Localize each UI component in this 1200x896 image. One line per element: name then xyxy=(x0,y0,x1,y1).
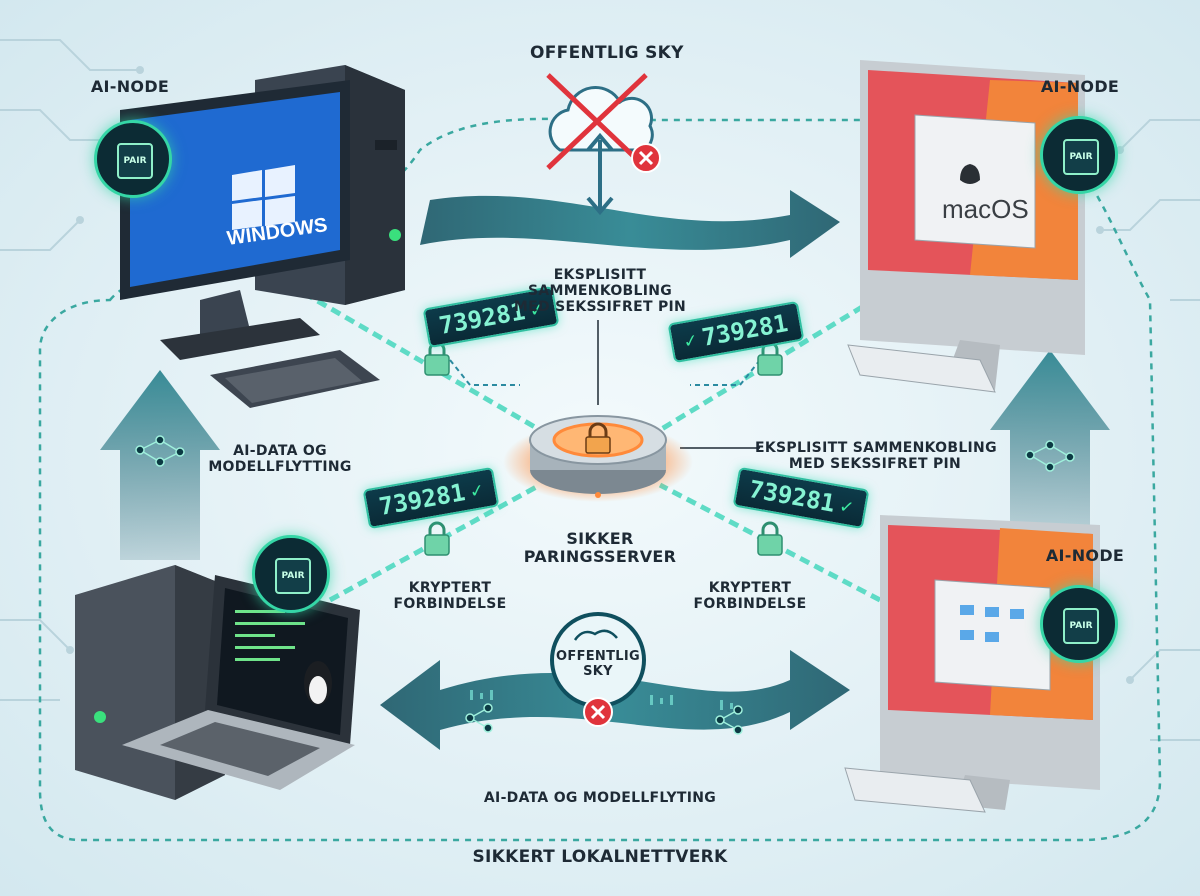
macos-label: macOS xyxy=(942,194,1029,224)
chip-label: PAIR xyxy=(275,558,311,594)
public-cloud-bottom-label: OFFENTLIG SKY xyxy=(556,649,640,679)
check-icon: ✓ xyxy=(838,493,855,519)
pairing-server xyxy=(503,415,693,502)
windows-pc xyxy=(120,65,405,408)
mac-bottom-right xyxy=(844,515,1100,813)
check-icon: ✓ xyxy=(468,477,485,503)
network-label: SIKKERT LOKALNETTVERK xyxy=(472,847,728,867)
ai-chip-icon: PAIR xyxy=(94,120,172,198)
pairing-label-right: EKSPLISITT SAMMENKOBLING MED SEKSSIFRET … xyxy=(755,440,997,473)
public-cloud-badge xyxy=(550,612,646,727)
pairing-label-center: EKSPLISITT SAMMENKOBLING MED SEKSSIFRET … xyxy=(513,267,687,316)
ai-node-label: AI-NODE xyxy=(1045,546,1125,565)
ai-chip-icon: PAIR xyxy=(1040,116,1118,194)
encrypted-label-left: KRYPTERT FORBINDELSE xyxy=(393,580,507,613)
ai-node-label: AI-NODE xyxy=(90,77,170,96)
public-cloud-crossed-icon xyxy=(546,73,661,216)
top-data-arrow xyxy=(420,190,840,258)
server-label: SIKKER PARINGSSERVER xyxy=(523,529,677,567)
neural-net-icon xyxy=(135,435,1075,735)
chip-label: PAIR xyxy=(117,143,153,179)
encrypted-label-right: KRYPTERT FORBINDELSE xyxy=(693,580,807,613)
chip-label: PAIR xyxy=(1063,608,1099,644)
pin-code: 739281 xyxy=(746,475,838,518)
ai-data-label-bottom: AI-DATA OG MODELLFLYTING xyxy=(483,790,717,806)
lock-icons xyxy=(424,341,783,556)
check-icon: ✓ xyxy=(682,327,699,353)
linux-workstation xyxy=(75,565,360,800)
public-cloud-top-label: OFFENTLIG SKY xyxy=(530,43,684,63)
circuit-traces xyxy=(0,39,1200,741)
ai-chip-icon: PAIR xyxy=(1040,585,1118,663)
ai-node-label: AI-NODE xyxy=(1040,77,1120,96)
ai-chip-icon: PAIR xyxy=(252,535,330,613)
mac-top-right xyxy=(847,60,1085,393)
ai-data-label-left: AI-DATA OG MODELLFLYTTING xyxy=(208,443,352,476)
chip-label: PAIR xyxy=(1063,139,1099,175)
